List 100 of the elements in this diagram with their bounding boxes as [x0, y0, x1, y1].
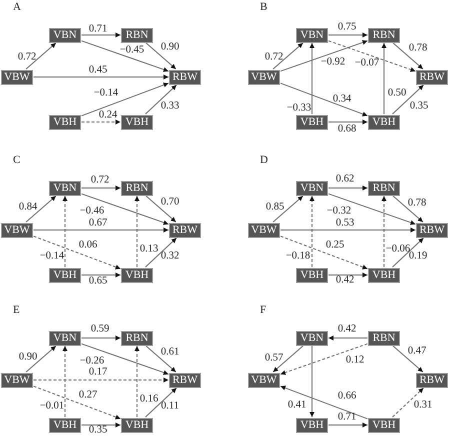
path-arrow	[33, 74, 169, 80]
path-coefficient: 0.66	[338, 390, 356, 402]
path-coefficient: 0.68	[338, 124, 356, 134]
path-coefficient: 0.71	[338, 412, 356, 422]
path-arrow	[328, 336, 368, 340]
variable-box: RBN	[121, 28, 153, 42]
path-arrow	[81, 186, 121, 190]
path-arrow	[392, 196, 424, 222]
path-coefficient: 0.33	[160, 100, 180, 112]
path-coefficient: 0.59	[90, 324, 110, 334]
path-coefficient: −0.14	[40, 250, 64, 262]
path-coefficient: 0.57	[264, 352, 284, 364]
variable-box: VBN	[49, 330, 81, 346]
variable-box: VBN	[296, 180, 328, 196]
variable-box: RBN	[121, 330, 153, 346]
path-arrow	[81, 272, 121, 278]
variable-box: RBW	[416, 70, 448, 84]
variable-box: RBW	[416, 372, 448, 388]
panel-label: E	[13, 304, 20, 316]
path-coefficient: −0.45	[120, 44, 144, 56]
path-coefficient: 0.75	[338, 22, 356, 32]
panel-label: B	[260, 1, 268, 13]
path-arrow	[81, 336, 121, 340]
path-coefficient: −0.26	[80, 356, 104, 366]
path-arrow	[392, 346, 424, 372]
path-coefficient: 0.65	[88, 276, 108, 286]
panel-label: F	[260, 304, 266, 316]
panel-label: A	[13, 1, 21, 13]
variable-box: RBN	[368, 28, 400, 42]
path-coefficient: 0.35	[410, 100, 428, 112]
path-arrow	[310, 196, 314, 268]
path-arrow	[81, 422, 121, 428]
path-coefficient: 0.27	[78, 390, 98, 400]
path-arrow	[392, 388, 424, 418]
path-coefficient: 0.11	[161, 400, 179, 412]
path-coefficient: 0.72	[18, 52, 36, 62]
variable-box: VBW	[248, 70, 280, 84]
path-arrow	[81, 32, 121, 38]
path-coefficient: 0.61	[160, 346, 180, 358]
path-arrow	[280, 386, 368, 420]
variable-box: RBN	[368, 180, 400, 196]
variable-box: VBN	[49, 180, 81, 196]
path-coefficient: 0.35	[88, 424, 108, 436]
path-coefficient: 0.17	[88, 366, 108, 378]
path-coefficient: 0.13	[140, 244, 158, 254]
variable-box: VBH	[296, 114, 328, 130]
panel-label: C	[13, 154, 20, 166]
path-coefficient: −0.32	[326, 206, 352, 216]
path-arrow	[280, 343, 368, 375]
path-arrow	[26, 42, 56, 70]
variable-box: VBN	[296, 330, 328, 346]
path-arrow	[382, 196, 386, 268]
path-arrow	[392, 42, 424, 70]
path-arrow	[328, 32, 368, 38]
path-coefficient: 0.85	[266, 202, 284, 212]
path-coefficient: 0.41	[288, 400, 306, 410]
path-arrow	[280, 40, 368, 72]
path-arrow	[328, 193, 416, 225]
panel-label: D	[260, 154, 268, 166]
path-coefficient: −0.18	[286, 250, 310, 262]
variable-box: VBH	[121, 418, 153, 432]
variable-box: VBH	[368, 268, 400, 282]
path-arrow	[134, 196, 140, 268]
path-arrow	[62, 346, 68, 418]
path-coefficient: 0.72	[90, 174, 110, 186]
path-coefficient: 0.06	[78, 240, 98, 250]
path-arrow	[81, 120, 121, 124]
variable-box: VBW	[1, 372, 33, 388]
path-coefficient: 0.90	[18, 352, 38, 362]
variable-box: RBW	[416, 222, 448, 238]
variable-box: VBH	[368, 418, 400, 432]
path-coefficient: −0.07	[354, 58, 380, 68]
path-arrow	[280, 82, 368, 116]
path-arrow	[146, 346, 176, 372]
path-coefficient: 0.78	[408, 42, 428, 54]
path-arrow	[81, 40, 169, 72]
path-arrow	[146, 196, 176, 222]
variable-box: RBW	[169, 372, 201, 388]
path-arrow	[33, 236, 121, 270]
variable-box: VBH	[296, 418, 328, 432]
variable-box: RBN	[121, 180, 153, 196]
path-coefficient: 0.53	[336, 218, 354, 228]
path-arrow	[81, 82, 169, 116]
path-arrow	[272, 346, 304, 372]
path-arrow	[280, 236, 368, 270]
path-coefficient: 0.42	[336, 274, 354, 286]
path-arrow	[310, 346, 314, 418]
path-arrow	[145, 388, 177, 418]
path-arrow	[392, 84, 424, 114]
variable-box: RBN	[368, 330, 400, 346]
path-coefficient: −0.14	[94, 88, 118, 98]
path-arrow	[328, 186, 368, 190]
path-coefficient: −0.92	[320, 56, 346, 68]
variable-box: VBH	[368, 114, 400, 130]
variable-box: VBH	[121, 114, 153, 130]
path-arrow	[33, 228, 169, 232]
path-coefficient: 0.71	[88, 24, 108, 34]
path-coefficient: −0.33	[286, 102, 312, 114]
path-coefficient: 0.19	[408, 250, 428, 262]
path-arrow	[26, 196, 56, 222]
